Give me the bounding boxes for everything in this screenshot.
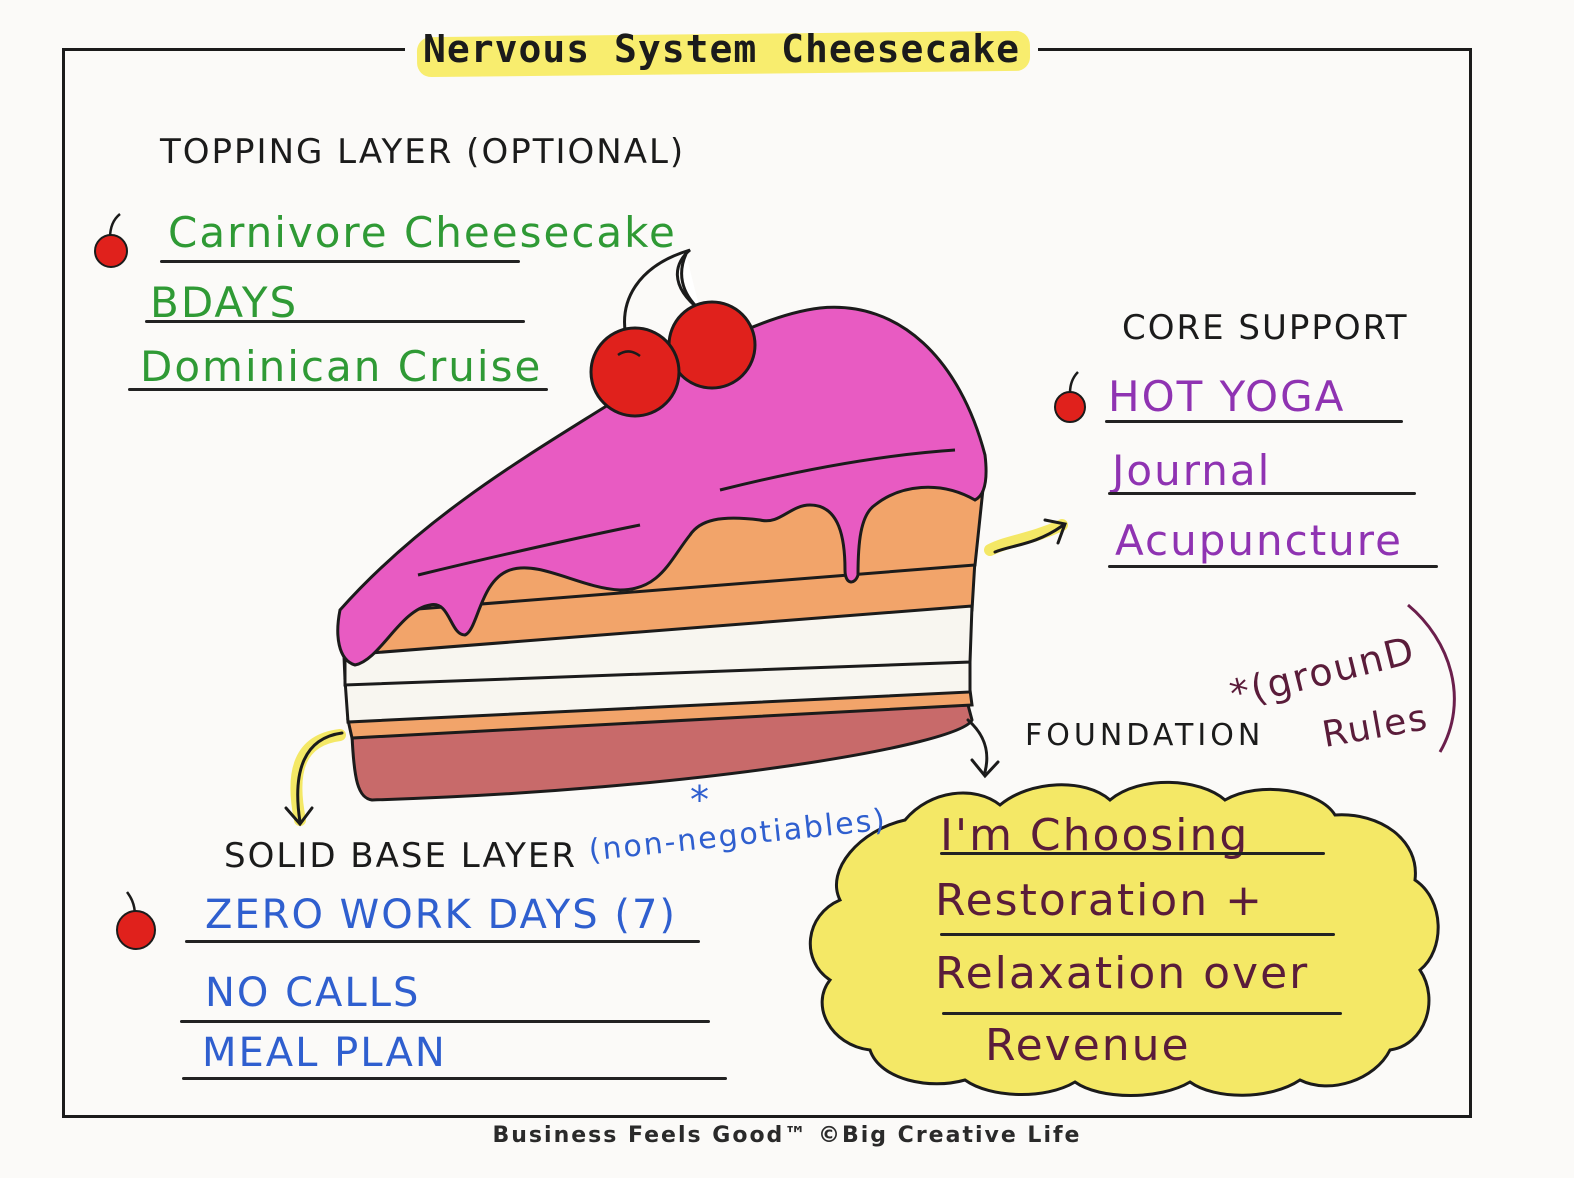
foundation-underline xyxy=(940,933,1335,936)
foundation-heading: FOUNDATION xyxy=(1025,718,1265,753)
cherry-icon xyxy=(1054,371,1086,423)
cherry-icon xyxy=(589,248,757,418)
footer-credit: Business Feels Good™ ©Big Creative Life xyxy=(492,1123,1082,1148)
foundation-underline xyxy=(942,1012,1342,1015)
solid-base-underline xyxy=(182,1077,727,1080)
cherry-icon xyxy=(94,213,128,268)
core-support-underline xyxy=(1108,492,1416,495)
page-title: Nervous System Cheesecake xyxy=(423,27,1020,71)
core-support-item: Journal xyxy=(1112,446,1272,495)
foundation-statement-line: Relaxation over xyxy=(935,948,1310,999)
arrow-icon xyxy=(984,518,1068,556)
foundation-statement-line: Restoration + xyxy=(935,875,1264,926)
solid-base-layer-heading: SOLID BASE LAYER xyxy=(224,836,577,876)
ground-rules-bracket xyxy=(1407,603,1456,753)
solid-base-item: ZERO WORK DAYS (7) xyxy=(205,892,677,938)
topping-underline xyxy=(160,260,520,263)
arrow-icon xyxy=(284,729,346,827)
cherry-icon xyxy=(116,891,156,950)
solid-base-underline xyxy=(185,940,700,943)
foundation-cloud xyxy=(808,780,1440,1097)
topping-layer-heading: TOPPING LAYER (OPTIONAL) xyxy=(160,132,686,172)
solid-base-item: NO CALLS xyxy=(205,970,421,1016)
foundation-statement-line: Revenue xyxy=(985,1020,1191,1071)
solid-base-item: MEAL PLAN xyxy=(202,1030,447,1076)
core-support-heading: CORE SUPPORT xyxy=(1122,308,1409,348)
topping-item: Carnivore Cheesecake xyxy=(168,208,677,257)
topping-item: Dominican Cruise xyxy=(140,342,543,391)
core-support-item: Acupuncture xyxy=(1115,516,1403,565)
arrow-icon xyxy=(966,718,1000,779)
core-support-underline xyxy=(1108,565,1438,568)
cake-slice xyxy=(336,305,988,802)
topping-underline xyxy=(128,388,548,391)
foundation-underline xyxy=(940,852,1325,855)
core-support-item: HOT YOGA xyxy=(1108,372,1346,421)
asterisk-mark: * xyxy=(690,778,711,822)
title-block: Nervous System Cheesecake xyxy=(405,22,1038,78)
core-support-underline xyxy=(1105,420,1403,423)
solid-base-underline xyxy=(180,1020,710,1023)
topping-underline xyxy=(145,320,525,323)
topping-item: BDAYS xyxy=(150,278,299,327)
